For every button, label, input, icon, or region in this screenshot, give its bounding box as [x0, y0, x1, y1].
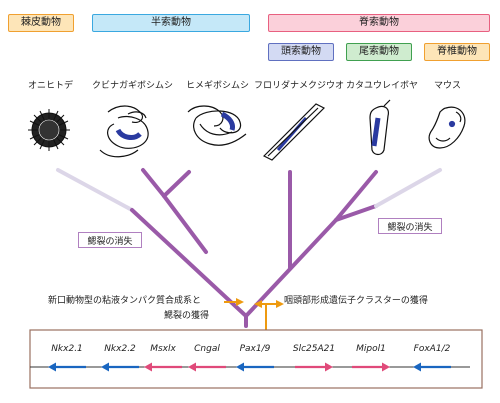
ciona-illustration: [369, 99, 391, 156]
gene-label-mipol1: Mipol1: [356, 344, 386, 354]
gene-arrow-head: [101, 362, 109, 372]
branch-ptychodera: [141, 168, 166, 198]
branch-echinoderm: [130, 208, 248, 318]
branch-saccoglossus: [162, 170, 191, 198]
gill-loss-left-label: 鰓裂の消失: [87, 236, 133, 247]
group-chordates-label: 脊索動物: [359, 17, 399, 28]
group-vertebrates: 脊椎動物: [424, 43, 490, 61]
branch-olfactores: [334, 170, 378, 222]
gene-label-cngal: Cngal: [194, 344, 220, 354]
starfish-illustration: [28, 109, 70, 151]
gene-arrow-head: [325, 362, 333, 372]
pharyngeal-arrow: [265, 300, 284, 330]
group-urochordates: 尾索動物: [346, 43, 412, 61]
group-hemichordates-label: 半索動物: [151, 17, 191, 28]
species-label-ciona: カタユウレイボヤ: [346, 81, 419, 91]
deuterostome-event-line1: 新口動物型の粘液タンパク質合成系と: [48, 296, 202, 306]
group-echinoderms-label: 棘皮動物: [21, 17, 61, 28]
gill-loss-box-right: 鰓裂の消失: [378, 218, 442, 234]
gene-label-pax1-9: Pax1/9: [239, 344, 271, 354]
pharyngeal-cluster-event: 咽頭部形成遺伝子クラスターの獲得: [284, 296, 428, 306]
species-label-ptychodera: クビナガギボシムシ: [92, 81, 174, 91]
saccoglossus-illustration: [187, 105, 247, 146]
gene-label-msxlx: Msxlx: [150, 344, 176, 354]
mouse-embryo-illustration: [428, 106, 466, 149]
branch-vertebrate: [334, 204, 378, 222]
gene-arrow-head: [382, 362, 390, 372]
species-label-mouse: マウス: [434, 81, 462, 91]
branch-mouse-faded: [374, 168, 442, 208]
group-hemichordates: 半索動物: [92, 14, 250, 32]
gene-cluster-frame: [29, 329, 483, 389]
gene-arrow-head: [48, 362, 56, 372]
gene-arrow-head: [236, 362, 244, 372]
ptychodera-illustration: [99, 105, 149, 158]
gene-label-nkx2-2: Nkx2.2: [104, 344, 136, 354]
branch-hemichordate-stem: [162, 194, 208, 254]
gene-arrow-head: [413, 362, 421, 372]
deuterostome-event-line2: 鰓裂の獲得: [164, 311, 210, 321]
gill-loss-right-label: 鰓裂の消失: [387, 222, 433, 233]
group-echinoderms: 棘皮動物: [8, 14, 74, 32]
branch-echinoderm-faded: [56, 168, 134, 212]
species-label-starfish: オニヒトデ: [28, 81, 74, 91]
gene-label-foxa1-2: FoxA1/2: [413, 344, 451, 354]
amphioxus-illustration: [262, 103, 326, 161]
group-chordates: 脊索動物: [268, 14, 490, 32]
gene-label-slc25a21: Slc25A21: [292, 344, 336, 354]
group-urochordates-label: 尾索動物: [359, 46, 399, 57]
gene-label-nkx2-1: Nkx2.1: [51, 344, 83, 354]
gene-arrow-head: [144, 362, 152, 372]
species-label-saccoglossus: ヒメギボシムシ: [186, 81, 250, 91]
species-label-amphioxus: フロリダナメクジウオ: [254, 81, 345, 91]
gene-arrows: [48, 362, 451, 372]
gene-arrow-head: [188, 362, 196, 372]
group-cephalochordates-label: 頭索動物: [281, 46, 321, 57]
gill-loss-box-left: 鰓裂の消失: [78, 232, 142, 248]
group-cephalochordates: 頭索動物: [268, 43, 334, 61]
group-vertebrates-label: 脊椎動物: [437, 46, 477, 57]
